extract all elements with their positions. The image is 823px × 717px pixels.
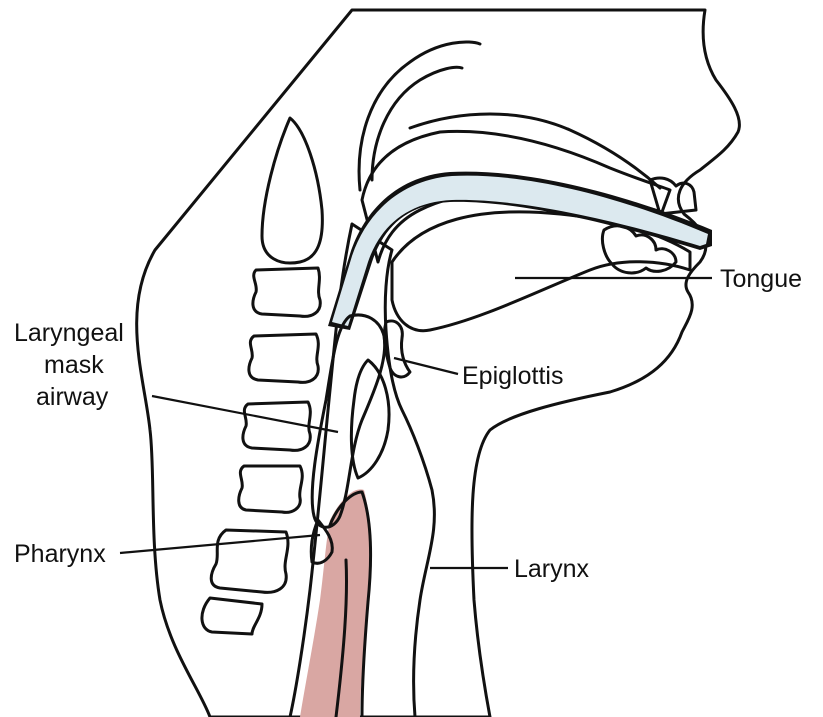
laryngeal-inlet	[351, 360, 389, 478]
vertebra-c4	[243, 402, 310, 450]
nasopharynx-folds	[359, 42, 660, 190]
leader-lines	[120, 278, 712, 568]
head-neck-silhouette	[137, 10, 740, 717]
vertebra-c7	[202, 598, 262, 634]
vertebra-c2	[253, 268, 320, 316]
label-lma-line3: airway	[36, 383, 109, 411]
label-tongue: Tongue	[720, 265, 802, 293]
vertebra-c5	[239, 466, 303, 512]
label-larynx: Larynx	[514, 555, 590, 583]
label-pharynx: Pharynx	[14, 540, 106, 568]
label-lma-line2: mask	[44, 351, 104, 379]
cervical-vertebrae	[202, 118, 322, 634]
label-lma-line1: Laryngeal	[14, 319, 124, 347]
label-epiglottis: Epiglottis	[462, 362, 563, 390]
vertebra-c1-dens	[262, 118, 322, 263]
vertebra-c3	[249, 334, 318, 382]
leader-epiglottis	[394, 358, 458, 374]
